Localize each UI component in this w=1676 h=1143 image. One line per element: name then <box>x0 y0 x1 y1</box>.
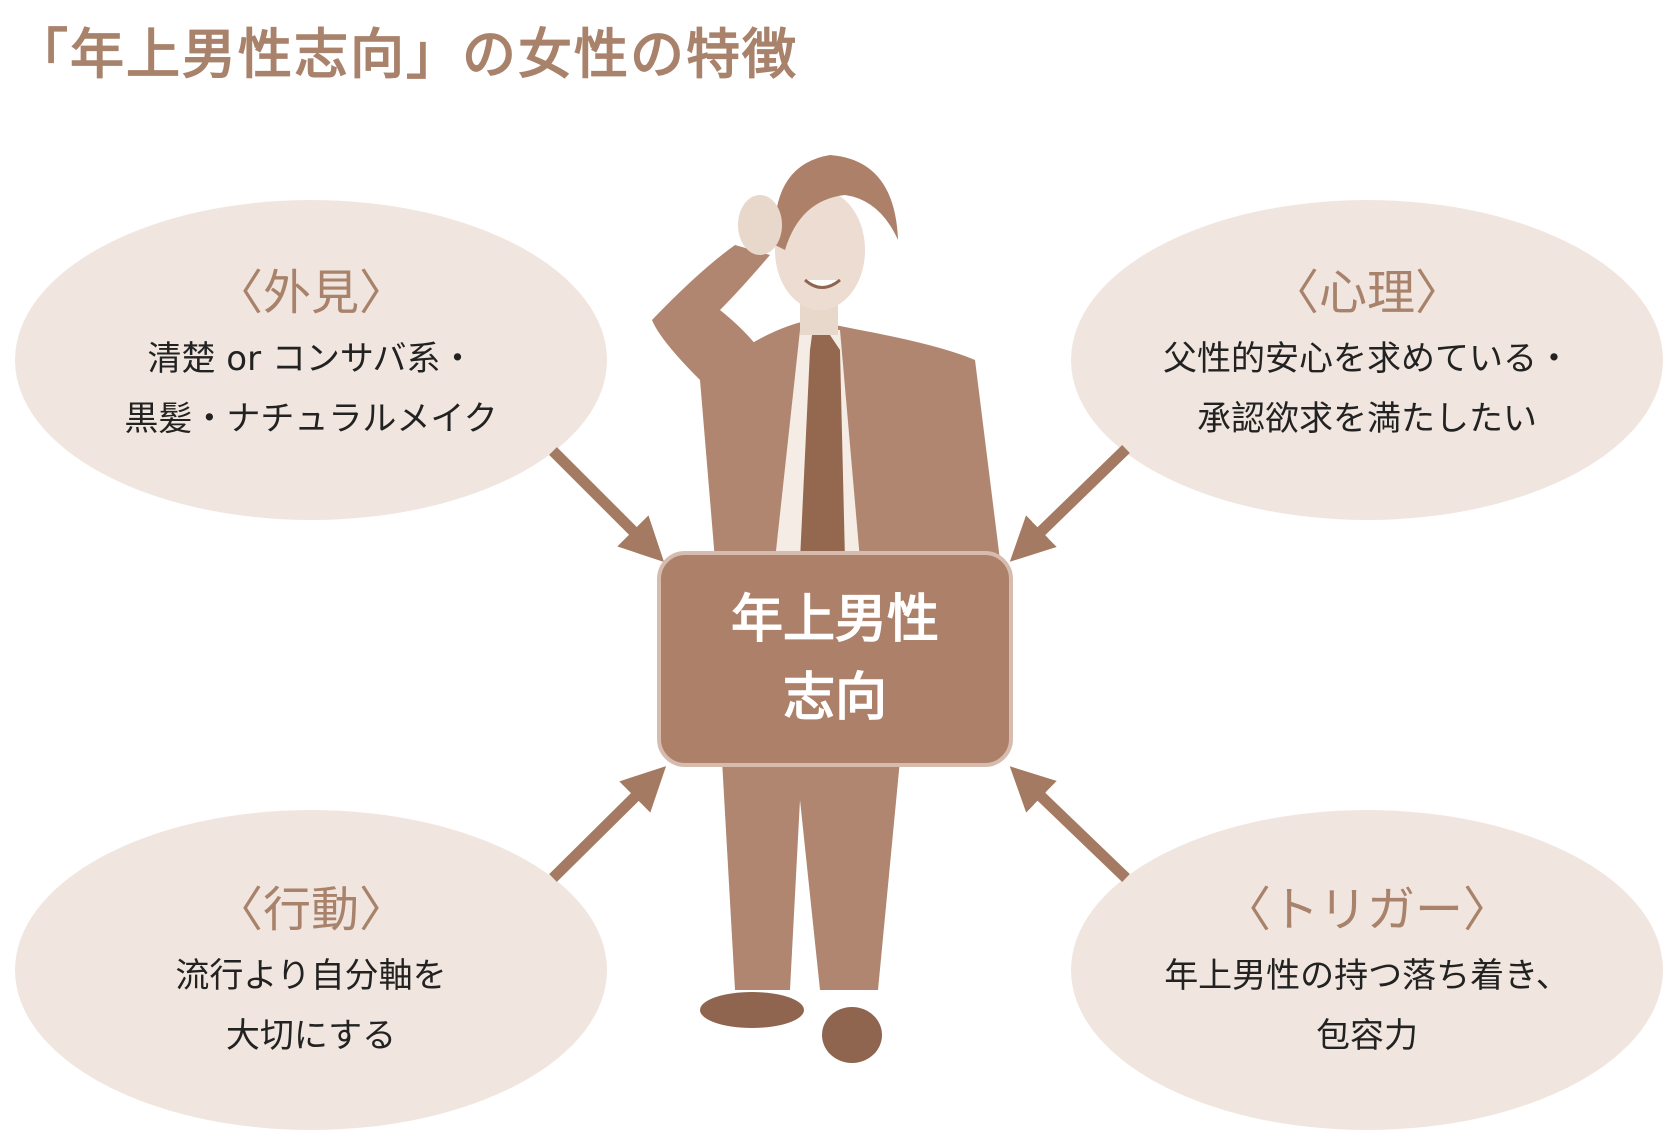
center-label-line2: 志向 <box>782 668 887 728</box>
bubble-appearance-bg <box>15 200 607 520</box>
arrow-behavior <box>549 766 667 882</box>
bubble-text: 黒髪・ナチュラルメイク <box>124 399 498 439</box>
arrow-appearance <box>549 447 665 563</box>
bubble-text: 流行より自分軸を <box>175 956 447 996</box>
page-title: 「年上男性志向」の女性の特徴 <box>14 23 798 86</box>
center-label-line1: 年上男性 <box>730 590 939 650</box>
bubble-heading: 〈行動〉 <box>214 882 407 938</box>
bubble-text: 承認欲求を満たしたい <box>1197 399 1537 439</box>
arrow-psychology <box>1009 445 1130 562</box>
bubble-appearance: 〈外見〉 清楚 or コンサバ系・ 黒髪・ナチュラルメイク <box>16 253 606 449</box>
bubble-text: 包容力 <box>1316 1016 1418 1056</box>
bubble-text: 父性的安心を求めている・ <box>1163 339 1571 379</box>
center-box: 年上男性 志向 <box>657 551 1013 767</box>
bubble-heading: 〈外見〉 <box>214 265 407 321</box>
bubble-text: 清楚 or コンサバ系・ <box>147 339 475 379</box>
bubble-behavior-bg <box>15 810 607 1130</box>
bubble-behavior: 〈行動〉 流行より自分軸を 大切にする <box>16 870 606 1066</box>
bubble-text: 大切にする <box>225 1016 397 1056</box>
bubble-heading: 〈心理〉 <box>1270 265 1463 321</box>
bubble-psychology: 〈心理〉 父性的安心を求めている・ 承認欲求を満たしたい <box>1072 253 1662 449</box>
man-illustration <box>652 155 1000 1063</box>
arrow-trigger <box>1009 766 1130 882</box>
bubble-trigger: 〈トリガー〉 年上男性の持つ落ち着き、 包容力 <box>1072 870 1662 1066</box>
bubble-trigger-bg <box>1071 810 1663 1130</box>
bubble-text: 年上男性の持つ落ち着き、 <box>1164 956 1570 996</box>
bubble-heading: 〈トリガー〉 <box>1222 882 1511 938</box>
bubble-psychology-bg <box>1071 200 1663 520</box>
